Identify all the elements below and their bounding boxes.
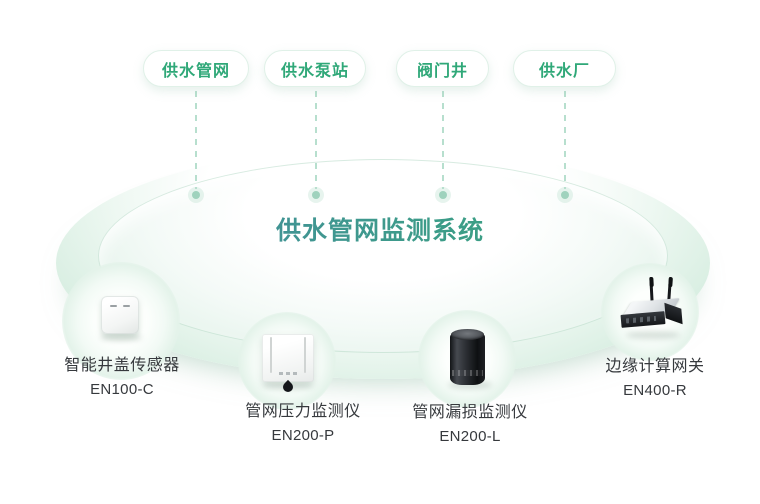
device-model: EN100-C bbox=[90, 381, 154, 398]
device-label-manhole-sensor: 智能井盖传感器 EN100-C bbox=[32, 355, 212, 401]
mount-rail-left bbox=[270, 337, 272, 373]
pill-label: 供水厂 bbox=[538, 62, 590, 80]
device-label-leakage-monitor: 管网漏损监测仪 EN200-L bbox=[380, 402, 560, 448]
cylinder-top bbox=[451, 329, 484, 340]
leakage-monitor-icon bbox=[450, 329, 485, 385]
platform-disc-surface bbox=[98, 159, 668, 353]
pill-valve-well: 阀门井 bbox=[396, 50, 489, 87]
device-print bbox=[279, 372, 297, 375]
connector-line-3 bbox=[442, 91, 444, 189]
pill-label: 供水管网 bbox=[161, 62, 230, 80]
device-model: EN200-L bbox=[439, 428, 501, 445]
device-model: EN400-R bbox=[623, 382, 687, 399]
connector-line-2 bbox=[315, 91, 317, 189]
connector-line-1 bbox=[195, 91, 197, 189]
pressure-monitor-icon bbox=[262, 334, 314, 395]
connector-line-4 bbox=[564, 91, 566, 189]
device-name: 智能井盖传感器 bbox=[64, 357, 180, 374]
connector-dot-2 bbox=[312, 191, 320, 199]
device-label-pressure-monitor: 管网压力监测仪 EN200-P bbox=[213, 401, 393, 447]
manhole-cover-sensor-icon bbox=[101, 296, 139, 334]
gateway-ports bbox=[625, 315, 657, 324]
connector-dot-1 bbox=[192, 191, 200, 199]
device-name: 管网漏损监测仪 bbox=[412, 404, 528, 421]
device-shadow bbox=[626, 331, 680, 339]
cylinder-body bbox=[450, 334, 485, 385]
pill-label: 供水泵站 bbox=[280, 62, 349, 80]
device-shadow bbox=[100, 334, 142, 341]
pill-label: 阀门井 bbox=[416, 62, 468, 80]
sensor-led-marks bbox=[110, 305, 130, 307]
connector-dot-4 bbox=[561, 191, 569, 199]
mount-rail-right bbox=[304, 337, 306, 373]
gateway-side-face bbox=[664, 302, 683, 325]
device-model: EN200-P bbox=[271, 427, 335, 444]
pill-water-plant: 供水厂 bbox=[513, 50, 616, 87]
device-name: 管网压力监测仪 bbox=[245, 403, 361, 420]
pill-water-pipe-network: 供水管网 bbox=[143, 50, 249, 87]
cylinder-band bbox=[452, 370, 483, 376]
device-label-edge-gateway: 边缘计算网关 EN400-R bbox=[565, 356, 745, 402]
device-shadow bbox=[448, 381, 492, 389]
gateway-front-face bbox=[620, 311, 666, 328]
connector-dot-3 bbox=[439, 191, 447, 199]
system-title: 供水管网监测系统 bbox=[0, 211, 760, 247]
pill-pump-station: 供水泵站 bbox=[264, 50, 366, 87]
device-name: 边缘计算网关 bbox=[605, 358, 705, 375]
edge-gateway-icon bbox=[620, 276, 690, 337]
